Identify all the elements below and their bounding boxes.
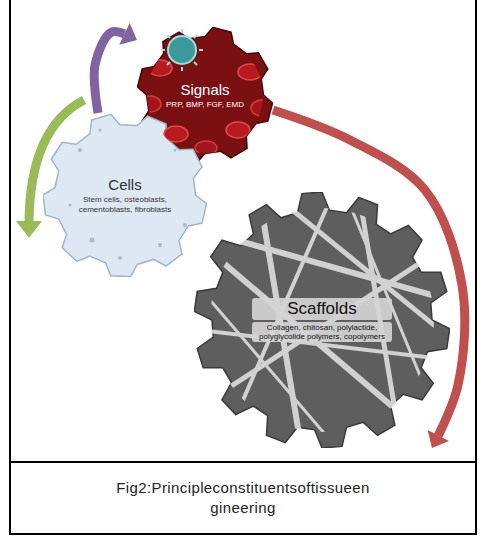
scaffold-fibers bbox=[200, 200, 450, 440]
cells-gear: CellsStem cells, osteoblasts, cementobla… bbox=[43, 113, 207, 277]
arrow-head bbox=[119, 23, 137, 45]
blood-cell bbox=[195, 141, 217, 155]
gear-title: Signals bbox=[157, 81, 253, 98]
blood-cell bbox=[226, 122, 250, 138]
blood-cells bbox=[139, 60, 273, 155]
gear-label: ScaffoldsCollagen, chitosan, polylactide… bbox=[252, 298, 392, 342]
figure-frame bbox=[10, 0, 476, 534]
cycle-arrow-head bbox=[16, 221, 42, 238]
caption-box: Fig2:Principleconstituentsoftissueen gin… bbox=[11, 463, 475, 533]
gear-body: PRP, BMP, FGF, EMD bbox=[157, 100, 253, 109]
blood-cell bbox=[164, 126, 188, 142]
gear-shape bbox=[43, 114, 207, 277]
gear-label: CellsStem cells, osteoblasts, cementobla… bbox=[70, 176, 180, 214]
blood-cell bbox=[238, 64, 262, 80]
figure-caption: Fig2:Principleconstituentsoftissueen gin… bbox=[98, 478, 388, 519]
gear-label: SignalsPRP, BMP, FGF, EMD bbox=[157, 81, 253, 109]
blood-cell bbox=[251, 100, 273, 116]
arrow-head bbox=[428, 430, 449, 448]
caption-divider bbox=[10, 461, 476, 463]
gear-body: Collagen, chitosan, polylactide, polygly… bbox=[252, 322, 392, 342]
arrow-shaft bbox=[94, 32, 137, 113]
cycle-arrow bbox=[94, 23, 137, 113]
gear-title: Cells bbox=[70, 176, 180, 193]
gear-title: Scaffolds bbox=[252, 298, 392, 320]
gear-shape bbox=[194, 192, 449, 448]
blood-cell bbox=[148, 60, 172, 76]
gear-outline bbox=[43, 113, 207, 277]
virus-body bbox=[168, 36, 196, 64]
blood-cell bbox=[139, 96, 161, 112]
scaffolds-gear: ScaffoldsCollagen, chitosan, polylactide… bbox=[194, 192, 450, 448]
gear-outline bbox=[194, 192, 450, 448]
virus-particle bbox=[161, 29, 203, 71]
virus-spikes bbox=[161, 29, 203, 71]
cell-speckles bbox=[69, 129, 188, 261]
gear-body: Stem cells, osteoblasts, cementoblasts, … bbox=[70, 195, 180, 213]
